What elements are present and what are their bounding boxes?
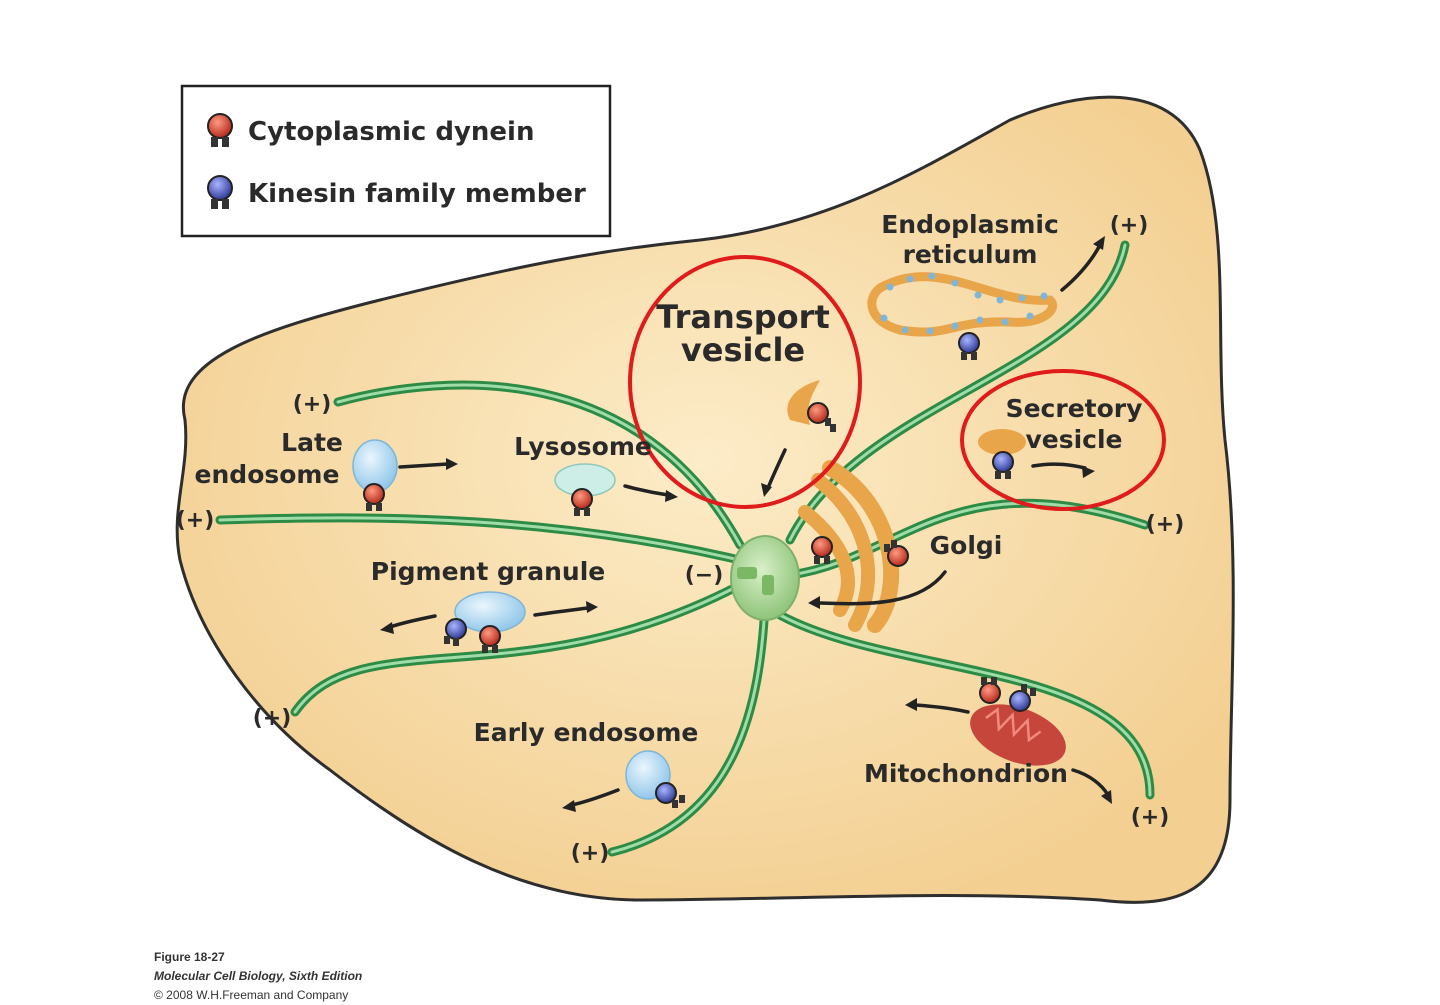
mitochondrion <box>970 704 1066 766</box>
minus-end-label: (−) <box>685 563 724 588</box>
label-er-2: reticulum <box>903 240 1038 269</box>
secretory-vesicle <box>978 429 1026 455</box>
motor-kinesin-mito <box>1009 684 1036 712</box>
motor-dynein-pigment <box>479 625 501 653</box>
label-pigment-granule: Pigment granule <box>371 557 605 586</box>
figure-number: Figure 18-27 <box>154 950 225 964</box>
label-secretory-1: Secretory <box>1006 394 1143 423</box>
label-er-1: Endoplasmic <box>881 210 1059 239</box>
plus-end-label: (+) <box>1110 213 1149 238</box>
motor-dynein-late-endosome <box>363 483 385 511</box>
label-golgi: Golgi <box>930 531 1003 560</box>
label-late-endosome-2: endosome <box>195 460 340 489</box>
motor-dynein-golgi-2 <box>884 540 909 567</box>
label-secretory-2: vesicle <box>1025 425 1122 454</box>
legend-kinesin-label: Kinesin family member <box>248 179 586 209</box>
plus-end-label: (+) <box>1131 805 1170 830</box>
label-early-endosome: Early endosome <box>474 718 699 747</box>
plus-end-label: (+) <box>1146 512 1185 537</box>
label-lysosome: Lysosome <box>514 432 652 461</box>
motor-dynein-lysosome <box>571 488 593 516</box>
legend-kinesin-symbol <box>207 175 233 209</box>
label-transport-vesicle-2: vesicle <box>681 331 805 369</box>
plus-end-label: (+) <box>176 508 215 533</box>
motor-kinesin-early-endosome <box>655 782 685 808</box>
highlight-transport-vesicle <box>628 255 862 509</box>
legend-dynein-label: Cytoplasmic dynein <box>248 117 534 147</box>
motor-kinesin-secretory <box>992 451 1014 479</box>
motor-kinesin-er <box>958 332 980 360</box>
book-title: Molecular Cell Biology, Sixth Edition <box>154 969 362 983</box>
centrosome <box>730 535 800 621</box>
legend: Cytoplasmic dynein Kinesin family member <box>180 84 612 238</box>
label-mitochondrion: Mitochondrion <box>864 759 1068 788</box>
plus-end-label: (+) <box>253 706 292 731</box>
legend-dynein-symbol <box>207 113 233 147</box>
label-late-endosome-1: Late <box>281 428 343 457</box>
direction-arrows <box>380 236 1112 812</box>
motor-kinesin-pigment <box>444 618 467 646</box>
motor-dynein-golgi-1 <box>811 536 833 564</box>
endoplasmic-reticulum <box>867 272 1057 337</box>
motor-dynein-transport <box>807 402 836 432</box>
copyright: © 2008 W.H.Freeman and Company <box>154 988 348 1002</box>
transport-vesicle <box>787 380 820 425</box>
plus-end-label: (+) <box>571 841 610 866</box>
label-transport-vesicle-1: Transport <box>656 298 829 336</box>
plus-end-label: (+) <box>293 392 332 417</box>
highlight-secretory-vesicle <box>960 369 1166 511</box>
motor-dynein-mito <box>979 677 1001 704</box>
